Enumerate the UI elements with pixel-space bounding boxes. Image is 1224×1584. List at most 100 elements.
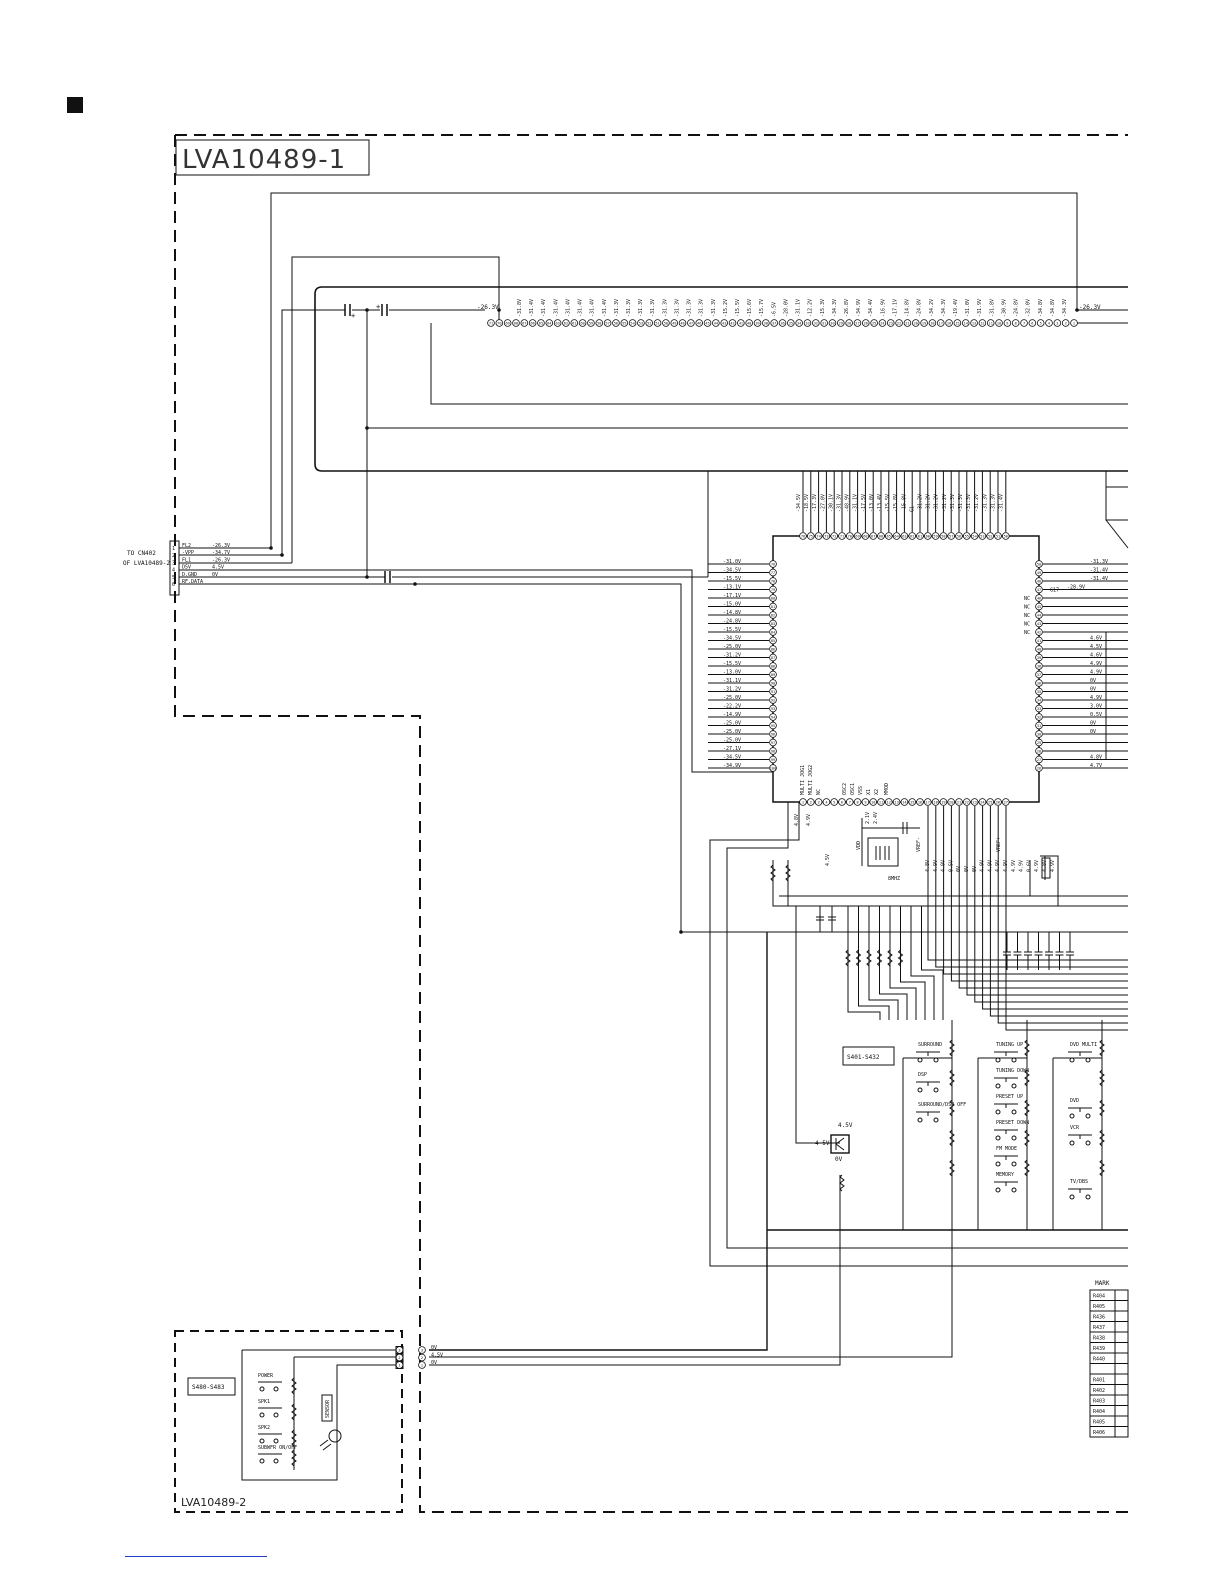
svg-text:2.1V: 2.1V <box>865 812 871 824</box>
svg-text:2: 2 <box>810 801 812 805</box>
fl-voltage-label: -31.4V <box>553 299 559 317</box>
svg-text:VREF-: VREF- <box>916 837 922 852</box>
svg-text:42: 42 <box>730 322 734 326</box>
svg-text:37: 37 <box>772 322 776 326</box>
switch-label: TUNING DOWN <box>996 1068 1029 1074</box>
svg-text:3: 3 <box>398 1349 400 1353</box>
svg-text:67: 67 <box>522 322 526 326</box>
switch-label: DSP <box>918 1072 927 1078</box>
svg-text:6: 6 <box>841 801 843 805</box>
connector-pin-volt: 0V <box>212 572 218 578</box>
svg-text:43: 43 <box>1037 622 1041 626</box>
connector-pin-name: D5V <box>182 565 191 571</box>
fl-voltage-label: -31.1V <box>796 299 802 317</box>
connector-pin-volt: -26.3V <box>212 543 230 549</box>
svg-text:73: 73 <box>824 535 828 539</box>
remark-row: R439 <box>1093 1346 1105 1352</box>
ic-left-voltage: -25.0V <box>723 738 741 744</box>
svg-text:4.9V: 4.9V <box>806 814 812 826</box>
svg-text:52: 52 <box>988 535 992 539</box>
svg-text:23: 23 <box>889 322 893 326</box>
svg-text:64: 64 <box>894 535 898 539</box>
fl-voltage-label: -31.4V <box>541 299 547 317</box>
ic-top-voltage: -31.3V <box>958 494 964 512</box>
ic-left-voltage: -25.0V <box>723 695 741 701</box>
vcc-to-sub <box>429 1030 953 1358</box>
svg-text:34: 34 <box>1037 699 1041 703</box>
svg-text:5: 5 <box>833 801 835 805</box>
svg-text:12: 12 <box>980 322 984 326</box>
capacitor-row <box>816 855 1074 970</box>
svg-text:42: 42 <box>1037 631 1041 635</box>
svg-text:94: 94 <box>771 716 775 720</box>
remark-row: R406 <box>1093 1430 1105 1436</box>
switch-label: TV/DBS <box>1070 1179 1088 1185</box>
svg-text:31: 31 <box>822 322 826 326</box>
svg-text:4.8V: 4.8V <box>794 814 800 826</box>
wire-vpp <box>281 309 485 555</box>
ic-top-voltage: -17.3V <box>812 494 818 512</box>
svg-text:3: 3 <box>818 801 820 805</box>
ic-left-voltage: -31.2V <box>723 653 741 659</box>
ic-top-voltage: -31.4V <box>999 494 1005 512</box>
connector-pin-name: RF.DATA <box>182 579 203 585</box>
fl-voltage-label: -15.6V <box>747 299 753 317</box>
svg-text:66: 66 <box>530 322 534 326</box>
switch-block-label-frame <box>842 1046 895 1066</box>
svg-text:39: 39 <box>1037 656 1041 660</box>
ic-left-voltage: -31.1V <box>723 678 741 684</box>
ic-right-voltage: 0V <box>1090 721 1096 727</box>
svg-text:31: 31 <box>1037 724 1041 728</box>
ic-bottom-name: OSC2 <box>842 783 848 795</box>
ic-bottom-name: VSS <box>858 786 864 795</box>
remark-row: R440 <box>1093 1357 1105 1363</box>
fl-voltage-label: -31.3V <box>638 299 644 317</box>
ic-left-voltage: -15.5V <box>723 627 741 633</box>
svg-text:16: 16 <box>947 322 951 326</box>
switch-label: DVD <box>1070 1098 1079 1104</box>
switch-block-label: S401-S432 <box>847 1054 880 1061</box>
ic-right-voltage: 4.6V <box>1090 636 1102 642</box>
svg-text:61: 61 <box>918 535 922 539</box>
connector-pin-volt: -34.7V <box>212 550 230 556</box>
svg-text:62: 62 <box>564 322 568 326</box>
fl-voltage-label: -31.8V <box>517 299 523 317</box>
svg-text:88: 88 <box>771 665 775 669</box>
svg-text:48: 48 <box>680 322 684 326</box>
svg-text:84: 84 <box>771 631 775 635</box>
svg-text:50: 50 <box>1037 563 1041 567</box>
remote-sensor-main: 4.5V 4-5V 0V <box>815 1122 853 1163</box>
svg-text:51: 51 <box>996 535 1000 539</box>
svg-text:33: 33 <box>1037 707 1041 711</box>
svg-text:36: 36 <box>780 322 784 326</box>
svg-text:12: 12 <box>887 801 891 805</box>
svg-text:+: + <box>351 312 355 320</box>
svg-text:25: 25 <box>988 801 992 805</box>
svg-text:79: 79 <box>771 588 775 592</box>
ic-right-voltage: 0V <box>1090 678 1096 684</box>
svg-text:11: 11 <box>989 322 993 326</box>
svg-text:6: 6 <box>1031 322 1033 326</box>
svg-text:65: 65 <box>539 322 543 326</box>
svg-text:32: 32 <box>1037 716 1041 720</box>
connector-pin-number: 3 <box>172 560 175 566</box>
ic-left-pins: 76-31.0V77-34.5V78-15.5V79-13.1V80-17.1V… <box>708 559 777 772</box>
svg-text:46: 46 <box>697 322 701 326</box>
fl-voltage-label: -31.3V <box>662 299 668 317</box>
ic-left-voltage: -25.0V <box>723 729 741 735</box>
connector-pin-volt: 4.5V <box>212 565 224 571</box>
ic-right-voltage: 4.8V <box>1090 755 1102 761</box>
svg-text:74: 74 <box>816 535 820 539</box>
ic-right-nc: NC <box>1024 613 1030 619</box>
section-bullet <box>67 97 83 113</box>
svg-text:14: 14 <box>964 322 968 326</box>
ic-top-voltage: -31.3V <box>950 494 956 512</box>
svg-text:39: 39 <box>755 322 759 326</box>
svg-text:5: 5 <box>1040 322 1042 326</box>
svg-text:55: 55 <box>965 535 969 539</box>
